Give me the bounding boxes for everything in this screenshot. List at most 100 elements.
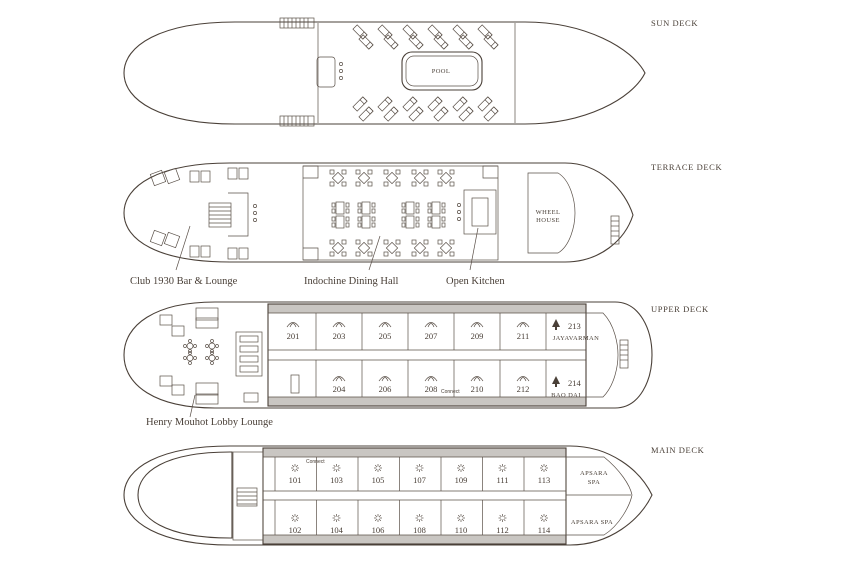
cabin-105: 105	[372, 475, 385, 485]
cabin-107: 107	[413, 475, 426, 485]
cabin-106-sun-icon	[374, 514, 382, 522]
spa-top-label-2: SPA	[588, 479, 601, 486]
cabin-104: 104	[330, 525, 344, 535]
cabin-209: 209	[471, 331, 484, 341]
lobby-furniture	[159, 307, 263, 405]
lobby-leader	[189, 394, 196, 418]
cabin-108: 108	[413, 525, 426, 535]
sun-deck-title: SUN DECK	[651, 18, 698, 28]
cabin-211-lotus-icon	[516, 322, 530, 328]
lobby-side-table	[243, 392, 259, 403]
sun-lounger-bottom-row2-3	[408, 106, 424, 122]
lobby-label: Henry Mouhot Lobby Lounge	[146, 417, 273, 428]
sun-lounger-top-row2-2	[383, 34, 399, 50]
cabin-203: 203	[333, 331, 346, 341]
bar-armchairs-1	[189, 170, 211, 183]
suite-213-icon	[552, 319, 560, 330]
bar-leader	[175, 225, 191, 271]
lobby-chair-3	[159, 375, 173, 387]
dining-long-table-4a	[427, 201, 446, 215]
main-deck-title: MAIN DECK	[651, 445, 705, 455]
dining-hall-outline	[302, 165, 499, 261]
sun-loungers	[352, 24, 499, 122]
sun-lounger-bottom-2	[377, 96, 393, 112]
cabin-204-lotus-icon	[332, 376, 346, 382]
cabin-112-sun-icon	[498, 514, 507, 522]
cabin-205: 205	[379, 331, 392, 341]
cabin-103: 103	[330, 475, 343, 485]
cabin-111-sun-icon	[498, 464, 507, 472]
upper-deck-hull	[123, 301, 653, 409]
kitchen-leader	[469, 227, 479, 271]
suite-213-number: 213	[568, 321, 581, 331]
lobby-round-table-3	[205, 339, 219, 353]
dining-table-bottom-1	[329, 239, 347, 257]
dining-table-top-2	[355, 169, 373, 187]
dining-long-table-1b	[331, 215, 350, 229]
cabin-201: 201	[287, 331, 300, 341]
lobby-sofa-1	[195, 307, 219, 321]
apsara-spa-area	[565, 456, 633, 536]
lobby-chair-4	[171, 384, 185, 396]
cabin-210: 210	[471, 384, 484, 394]
sun-lounger-bottom-1	[352, 96, 368, 112]
wheelhouse-label-2: HOUSE	[536, 217, 560, 224]
lobby-bar-stool-2	[239, 345, 259, 353]
lobby-sofa-4	[195, 393, 219, 405]
sun-lounger-bottom-row2-5	[458, 106, 474, 122]
cabin-110-sun-icon	[457, 514, 465, 522]
lobby-sofa-2	[195, 317, 219, 329]
dining-table-bottom-4	[411, 239, 429, 257]
lobby-round-table-4	[205, 351, 219, 365]
wheelhouse-label-1: WHEEL	[536, 209, 561, 216]
cabin-113-sun-icon	[540, 464, 548, 472]
wheelhouse	[527, 172, 576, 254]
cabin-212-lotus-icon	[516, 376, 530, 382]
dining-table-top-5	[437, 169, 455, 187]
pool-label: POOL	[432, 68, 451, 75]
cabin-109: 109	[455, 475, 468, 485]
cabin-109-sun-icon	[457, 464, 465, 472]
cabin-112: 112	[496, 525, 508, 535]
lobby-sofa-3	[195, 382, 219, 396]
dining-table-top-4	[411, 169, 429, 187]
bar-sofa-2	[163, 167, 181, 185]
lobby-round-table-1	[183, 339, 197, 353]
lobby-bar-stool-1	[239, 335, 259, 343]
sun-lounger-top-row2-4	[433, 34, 449, 50]
cabin-201-lotus-icon	[286, 322, 300, 328]
cabin-108-sun-icon	[415, 514, 424, 522]
sun-deck-stair-bottom	[279, 115, 315, 127]
kitchen-label: Open Kitchen	[446, 276, 505, 287]
dining-long-table-3b	[401, 215, 420, 229]
sun-deck: POOL SUN DECK	[123, 17, 698, 127]
cabin-101: 101	[289, 475, 302, 485]
upper-lobby-pillar	[290, 374, 300, 394]
cabin-114: 114	[538, 525, 551, 535]
upper-cabin-block	[267, 303, 587, 407]
main-aft-service	[232, 451, 264, 541]
sun-lounger-top-row2-1	[358, 34, 374, 50]
dining-label: Indochine Dining Hall	[304, 276, 399, 287]
suite-214-icon	[552, 376, 560, 387]
cabin-206: 206	[379, 384, 392, 394]
bar-sofa-3	[149, 229, 167, 247]
cabin-210-lotus-icon	[470, 376, 484, 382]
bar-sofa-1	[149, 169, 167, 187]
suite-214-number: 214	[568, 378, 582, 388]
upper-bow-cabin	[586, 312, 619, 398]
terrace-deck-title: TERRACE DECK	[651, 162, 722, 172]
main-deck-inner-hull	[137, 451, 233, 539]
sun-deck-stair-top-treads	[283, 18, 309, 28]
bar-label: Club 1930 Bar & Lounge	[130, 276, 238, 287]
sun-lounger-bottom-row2-4	[433, 106, 449, 122]
sun-lounger-bottom-4	[427, 96, 443, 112]
lobby-round-table-2	[183, 351, 197, 365]
main-stair	[236, 487, 258, 507]
upper-deck-title: UPPER DECK	[651, 304, 709, 314]
dining-long-table-2b	[357, 215, 376, 229]
